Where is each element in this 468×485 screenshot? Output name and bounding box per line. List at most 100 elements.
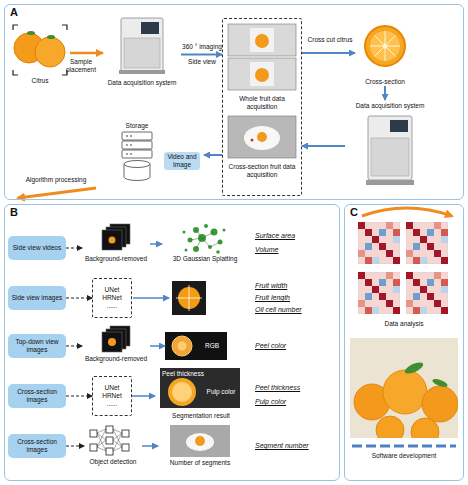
input-box: Side view videos (8, 236, 66, 260)
output-metric: Fruit width (255, 282, 337, 290)
orange-fruit (411, 418, 439, 438)
leaf (47, 35, 55, 39)
network-unit (122, 430, 129, 437)
input-box: Cross-section images (8, 384, 66, 408)
photo-chamber (250, 62, 274, 86)
node-text: C (350, 207, 364, 218)
machine-illustration (366, 116, 414, 185)
connector-arrow (204, 154, 222, 156)
orange-fruit (109, 237, 116, 244)
connector-arrow (384, 86, 386, 100)
photo-chamber (250, 28, 274, 52)
output-metric: Volume (255, 246, 337, 254)
image-frame (172, 281, 206, 315)
node-text: UNet HRNet ...... (99, 279, 125, 317)
connector-arrow (66, 446, 84, 447)
curved-arrow (362, 208, 452, 216)
node-text: Video and Image (164, 152, 200, 170)
connector-arrow (132, 395, 155, 397)
annotation-label: Algorithm processing (16, 176, 96, 184)
machine-body (121, 18, 163, 72)
input-box: Side view images (8, 286, 66, 310)
process-figure: Background-removed (82, 326, 150, 364)
citrus-figure: Citrus (10, 20, 70, 86)
input-box: Cross-section images (8, 434, 66, 458)
machine-base (366, 180, 414, 185)
segment-photo (170, 425, 230, 457)
frame (102, 230, 122, 250)
storage-illustration (122, 132, 152, 181)
connector-arrow (142, 445, 158, 447)
connector-arrow (302, 52, 355, 54)
node-text: 3D Gaussian Splatting (162, 255, 248, 263)
device-figure: Data acquisition system (345, 100, 435, 192)
annotation-label: 360 ° imaging (181, 43, 223, 51)
orange-fruit (376, 416, 404, 438)
node-text: Data acquisition system (103, 79, 181, 87)
result-figure: 3D Gaussian Splatting (162, 222, 248, 264)
node-text: A (10, 7, 24, 18)
point-cloud (183, 224, 226, 254)
network-unit (90, 444, 97, 451)
node-text: Top-down view images (9, 334, 65, 358)
database-top (124, 161, 150, 168)
annotation-label: Sample placement (60, 58, 102, 74)
image-frame (170, 425, 230, 457)
machine-body (368, 116, 412, 180)
segmented-slice (170, 380, 194, 404)
orange-fruit (172, 336, 192, 356)
node-text: RGB (199, 342, 225, 350)
white-plate (186, 433, 214, 451)
network-unit (90, 430, 97, 437)
node-text: Data acquisition system (345, 102, 435, 110)
cross-section-figure: Cross-section (355, 20, 415, 86)
pulp (370, 31, 400, 61)
node-text: Storage (112, 122, 162, 130)
process-figure: Object detection (84, 424, 142, 468)
node-text: Number of segments (158, 459, 242, 467)
output-metric: Peel color (255, 342, 337, 350)
orange-fruit (108, 338, 116, 346)
output-metric: Segment number (255, 442, 337, 450)
segmentation-image (160, 368, 240, 408)
network-unit (106, 448, 113, 455)
network-icon (90, 426, 129, 455)
process-figure: Background-removed (82, 224, 150, 264)
result-figure: Number of segments (158, 424, 242, 470)
panel-frame: C (344, 204, 464, 481)
heatmap (358, 222, 400, 264)
frame (102, 332, 122, 352)
cross-section-illustration (365, 26, 405, 66)
point (183, 231, 186, 234)
output-metric: Fruit length (255, 294, 337, 302)
orange-slice (195, 436, 205, 446)
node-text: Object detection (84, 458, 142, 466)
node-text: Whole fruit data acquisition (225, 95, 299, 111)
leaf (431, 377, 448, 388)
flow-arrow (18, 188, 96, 198)
point (204, 224, 208, 228)
flow-arrow (133, 297, 169, 299)
output-metric: Oil cell number (255, 306, 337, 314)
connector-arrow (70, 52, 103, 55)
network-unit (122, 444, 129, 451)
corner-bracket (13, 25, 67, 75)
connector-arrow (66, 298, 92, 299)
connector-arrow (66, 396, 92, 397)
software-photo (350, 338, 458, 438)
photo-frame (228, 24, 296, 56)
node-text: Cross-section fruit data acquisition (225, 163, 299, 179)
heatmap (406, 272, 448, 314)
node-text: Background-removed (82, 355, 150, 363)
photo-strip (228, 24, 296, 158)
orange-fruit (255, 34, 269, 48)
panel-frame: BSide view videosBackground-removed3D Ga… (4, 204, 340, 481)
machine-door (371, 138, 409, 176)
result-figure: RGB (165, 332, 227, 360)
segment-lines (370, 31, 400, 61)
node-text: Cross-section (355, 78, 415, 86)
orange-fruit (422, 386, 458, 422)
measured-fruit (172, 281, 206, 315)
